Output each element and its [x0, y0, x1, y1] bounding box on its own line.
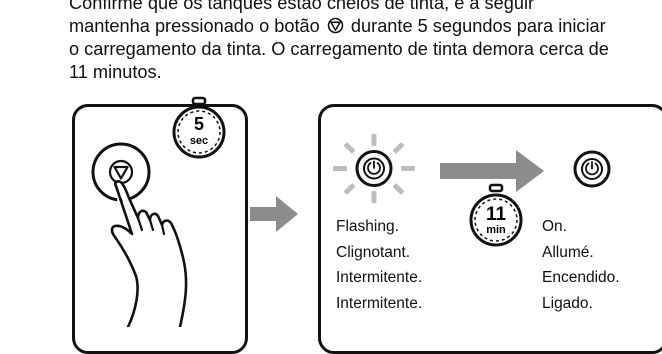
- stopwatch-unit: sec: [190, 135, 208, 147]
- stopwatch-value: 5: [194, 114, 204, 134]
- instruction-line-2-start: mantenha pressionado o botão: [69, 16, 320, 36]
- on-status-en: On.: [542, 218, 567, 235]
- flashing-status-list: Flashing. Clignotant. Intermitente. Inte…: [336, 214, 422, 316]
- ink-button-icon: [327, 17, 344, 34]
- flashing-power-button: [333, 134, 415, 203]
- flashing-status-en: Flashing.: [336, 218, 399, 235]
- flashing-status-es: Intermitente.: [336, 269, 423, 286]
- arrow-right-icon: [440, 150, 544, 192]
- on-status-pt: Ligado.: [542, 294, 593, 312]
- flashing-status-fr: Clignotant.: [336, 243, 411, 261]
- instruction-line-2: mantenha pressionado o botão durante 5 s…: [69, 15, 662, 38]
- on-power-button: [573, 150, 611, 188]
- flashing-status-pt: Intermitente.: [336, 294, 423, 312]
- on-status-es: Encendido.: [542, 269, 620, 286]
- on-status-list: On. Allumé. Encendido. Ligado.: [542, 214, 620, 316]
- instruction-line-2-end: durante 5 segundos para iniciar: [350, 16, 606, 36]
- stopwatch-value: 11: [486, 204, 507, 225]
- on-status-fr: Allumé.: [542, 243, 594, 261]
- arrow-right-icon: [250, 196, 298, 232]
- press-illustration: [91, 142, 188, 327]
- power-icon: [581, 158, 603, 180]
- flash-rays: [333, 134, 415, 203]
- instruction-line-4: 11 minutos.: [69, 62, 162, 82]
- stopwatch-icon: 5 sec: [172, 96, 226, 159]
- hand-pointer-icon: [110, 180, 188, 327]
- stopwatch-unit: min: [486, 224, 506, 236]
- instruction-line-3: o carregamento da tinta. O carregamento …: [69, 39, 609, 59]
- power-icon: [363, 157, 385, 180]
- instruction-line-1: Confirme que os tanques estão cheios de …: [69, 0, 535, 13]
- stopwatch-icon: 11 min: [469, 183, 523, 247]
- instruction-text: Confirme que os tanques estão cheios de …: [69, 0, 662, 84]
